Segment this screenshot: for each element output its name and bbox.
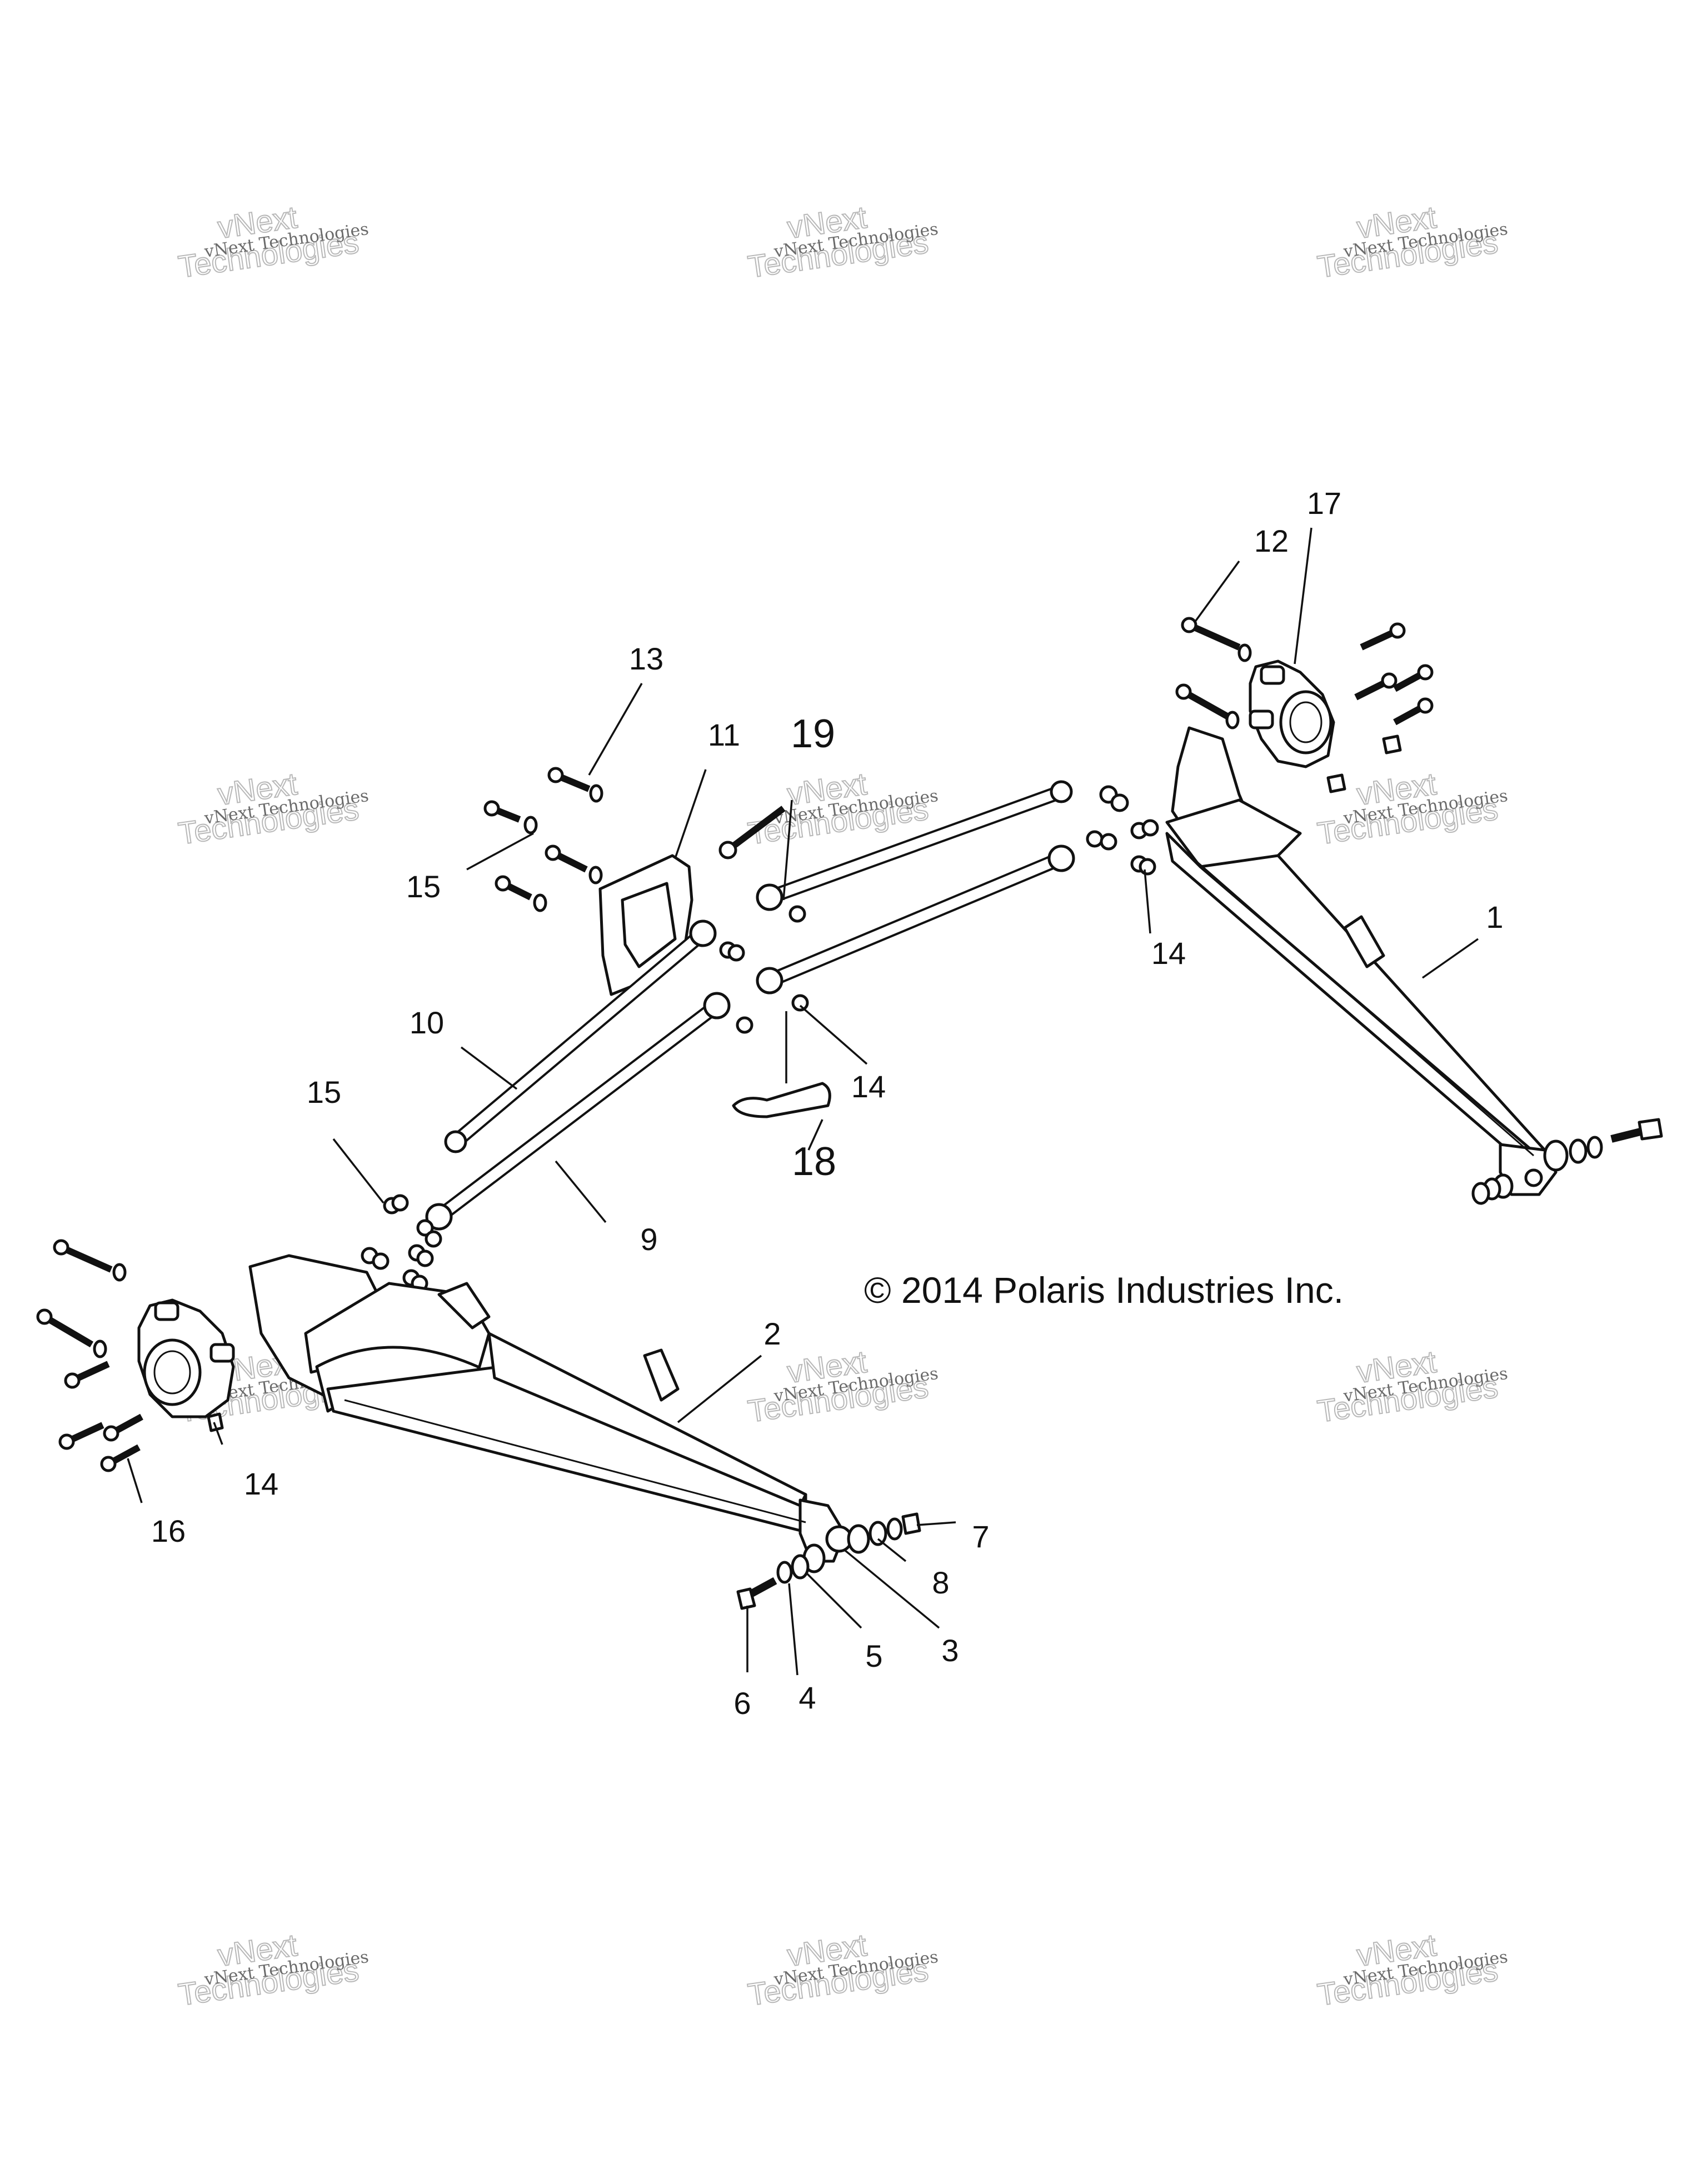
callout-14-center: 14 <box>851 1069 886 1104</box>
watermark-top-center: vNext Technologies vNext Technologies <box>745 199 940 285</box>
watermark-bottom-center: vNext Technologies vNext Technologies <box>745 1927 940 2013</box>
camber-link-10 <box>444 919 717 1153</box>
watermark-mid-center: vNext Technologies vNext Technologies <box>745 766 940 852</box>
callout-3: 3 <box>941 1633 959 1668</box>
callout-5: 5 <box>865 1638 882 1673</box>
callout-10: 10 <box>410 1005 444 1040</box>
callout-19: 19 <box>791 712 835 756</box>
callout-8: 8 <box>932 1565 949 1600</box>
center-nuts-right <box>788 785 1159 1012</box>
leader-lines <box>127 527 1479 1676</box>
watermark-top-left: vNext Technologies vNext Technologies <box>176 199 370 285</box>
trailing-arm-left <box>248 1254 853 1563</box>
knuckle-right <box>1249 659 1335 768</box>
watermark-low-right: vNext Technologies vNext Technologies <box>1315 1343 1509 1430</box>
center-nuts-left <box>361 941 753 1292</box>
callout-6: 6 <box>733 1686 751 1721</box>
callout-2: 2 <box>763 1316 781 1351</box>
callout-13: 13 <box>629 641 663 676</box>
watermark-mid-left: vNext Technologies vNext Technologies <box>176 766 370 852</box>
watermark-mid-right: vNext Technologies vNext Technologies <box>1315 766 1509 852</box>
left-arm-pivot-hardware <box>736 1512 921 1610</box>
right-arm-pivot-hardware <box>1471 1118 1663 1205</box>
trailing-arm-right <box>1165 726 1558 1196</box>
callout-11: 11 <box>708 717 740 752</box>
watermark-top-right: vNext Technologies vNext Technologies <box>1315 199 1509 285</box>
callout-7: 7 <box>972 1519 989 1554</box>
knuckle-left-bolts <box>36 1239 143 1472</box>
knuckle-right-bolts <box>1175 617 1434 793</box>
callout-labels: 1 2 3 4 5 6 7 8 9 10 11 12 13 14 14 14 1… <box>151 486 1504 1721</box>
watermark-bottom-left: vNext Technologies vNext Technologies <box>176 1927 370 2013</box>
callout-12: 12 <box>1254 523 1289 558</box>
callout-15-lower: 15 <box>307 1074 341 1110</box>
callout-14-right: 14 <box>1151 936 1186 971</box>
callout-15-upper: 15 <box>406 869 441 904</box>
watermark-bottom-right: vNext Technologies vNext Technologies <box>1315 1927 1509 2013</box>
toe-link-upper <box>756 780 1073 911</box>
knuckle-left <box>137 1298 235 1432</box>
callout-9: 9 <box>640 1222 657 1257</box>
callout-1: 1 <box>1486 899 1503 934</box>
copyright-notice: © 2014 Polaris Industries Inc. <box>864 1270 1344 1311</box>
callout-18: 18 <box>792 1140 836 1184</box>
camber-link-9 <box>425 992 731 1231</box>
callout-17: 17 <box>1307 486 1341 521</box>
bracket-bolts <box>483 767 603 912</box>
bracket-18 <box>732 1082 831 1118</box>
bolt-19 <box>718 806 786 859</box>
callout-16: 16 <box>151 1513 186 1548</box>
toe-link-lower <box>756 844 1075 994</box>
callout-14-left: 14 <box>244 1466 278 1501</box>
callout-4: 4 <box>798 1680 816 1715</box>
